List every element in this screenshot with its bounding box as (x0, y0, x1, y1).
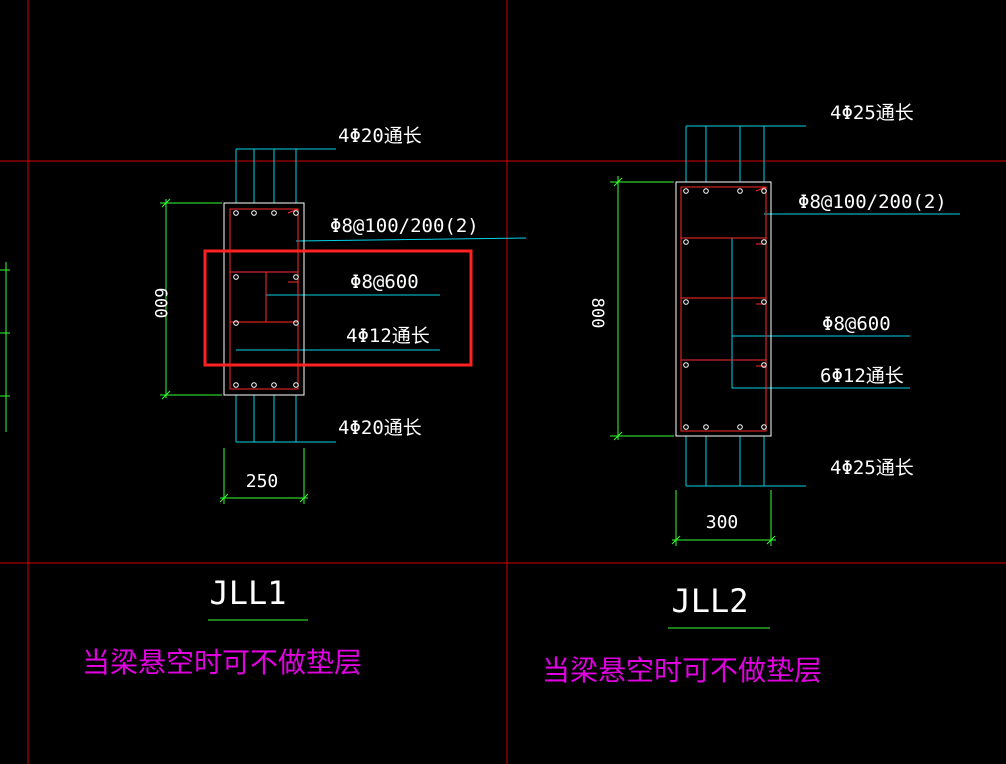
jll2-stirrups-label: Φ8@100/200(2) (798, 191, 947, 213)
section-jll2: 800 300 4Φ25通长 Φ8@100/200(2) Φ8@600 6Φ12… (542, 102, 960, 687)
jll2-tie-bars-label: Φ8@600 (822, 313, 891, 335)
jll2-side-bars-label: 6Φ12通长 (820, 365, 904, 387)
jll1-top-bars-label: 4Φ20通长 (338, 125, 422, 147)
jll2-bottom-bars-label: 4Φ25通长 (830, 457, 914, 479)
jll1-width-dim-label: 250 (246, 471, 279, 492)
jll1-width-dimension (219, 448, 309, 504)
jll1-side-bars-label: 4Φ12通长 (346, 325, 430, 347)
jll1-stirrups-label: Φ8@100/200(2) (330, 215, 479, 237)
jll1-title: JLL1 (209, 574, 286, 612)
jll2-concrete-outline (675, 181, 772, 437)
jll2-width-dim-label: 300 (706, 512, 739, 533)
jll1-rebar-leaders (235, 148, 527, 443)
section-jll1: 600 250 4Φ20通长 Φ8@100/200(2) Φ8@600 4Φ12… (82, 125, 527, 679)
jll1-concrete-outline (223, 202, 305, 396)
jll2-height-dim-label: 800 (587, 298, 607, 329)
jll1-tie-bars-label: Φ8@600 (350, 271, 419, 293)
jll1-height-dimension (160, 198, 222, 400)
highlight-box (203, 249, 473, 367)
jll2-rebar-leaders (685, 125, 960, 487)
jll2-stirrup (680, 186, 767, 432)
partial-dimension-left-edge (0, 262, 10, 432)
jll2-width-dimension (671, 490, 776, 546)
jll1-bottom-bars-label: 4Φ20通长 (338, 417, 422, 439)
jll2-top-bars-label: 4Φ25通长 (830, 102, 914, 124)
jll2-note: 当梁悬空时可不做垫层 (542, 654, 822, 687)
jll2-rebar-dots (683, 188, 767, 430)
jll1-rebar-dots (233, 210, 299, 388)
jll1-note: 当梁悬空时可不做垫层 (82, 646, 362, 679)
jll1-stirrup (229, 208, 299, 390)
jll1-height-dim-label: 600 (150, 288, 170, 319)
jll2-height-dimension (610, 176, 674, 441)
jll2-title: JLL2 (671, 582, 748, 620)
